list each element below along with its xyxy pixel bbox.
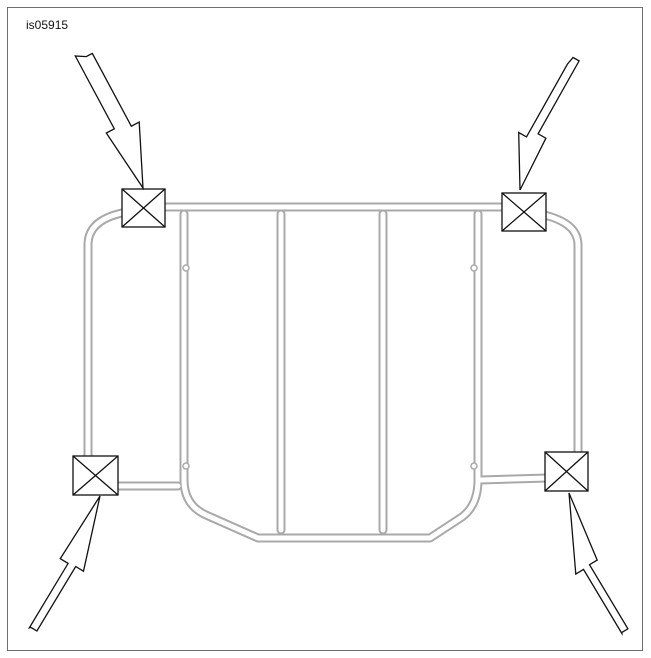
marker-bottom-left (72, 455, 119, 496)
frame-rivets (182, 264, 478, 470)
frame-structure (83, 202, 583, 543)
arrow-bottom-right-icon (568, 492, 629, 636)
marker-bottom-right (544, 451, 589, 492)
arrow-bottom-left-icon (27, 495, 101, 632)
figure-id-label: is05915 (26, 18, 69, 32)
arrow-top-left-icon (74, 52, 144, 191)
marker-top-left (121, 188, 166, 228)
frame-tube-core (85, 204, 581, 541)
marker-top-right (501, 192, 547, 232)
arrow-top-right-icon (518, 56, 580, 191)
